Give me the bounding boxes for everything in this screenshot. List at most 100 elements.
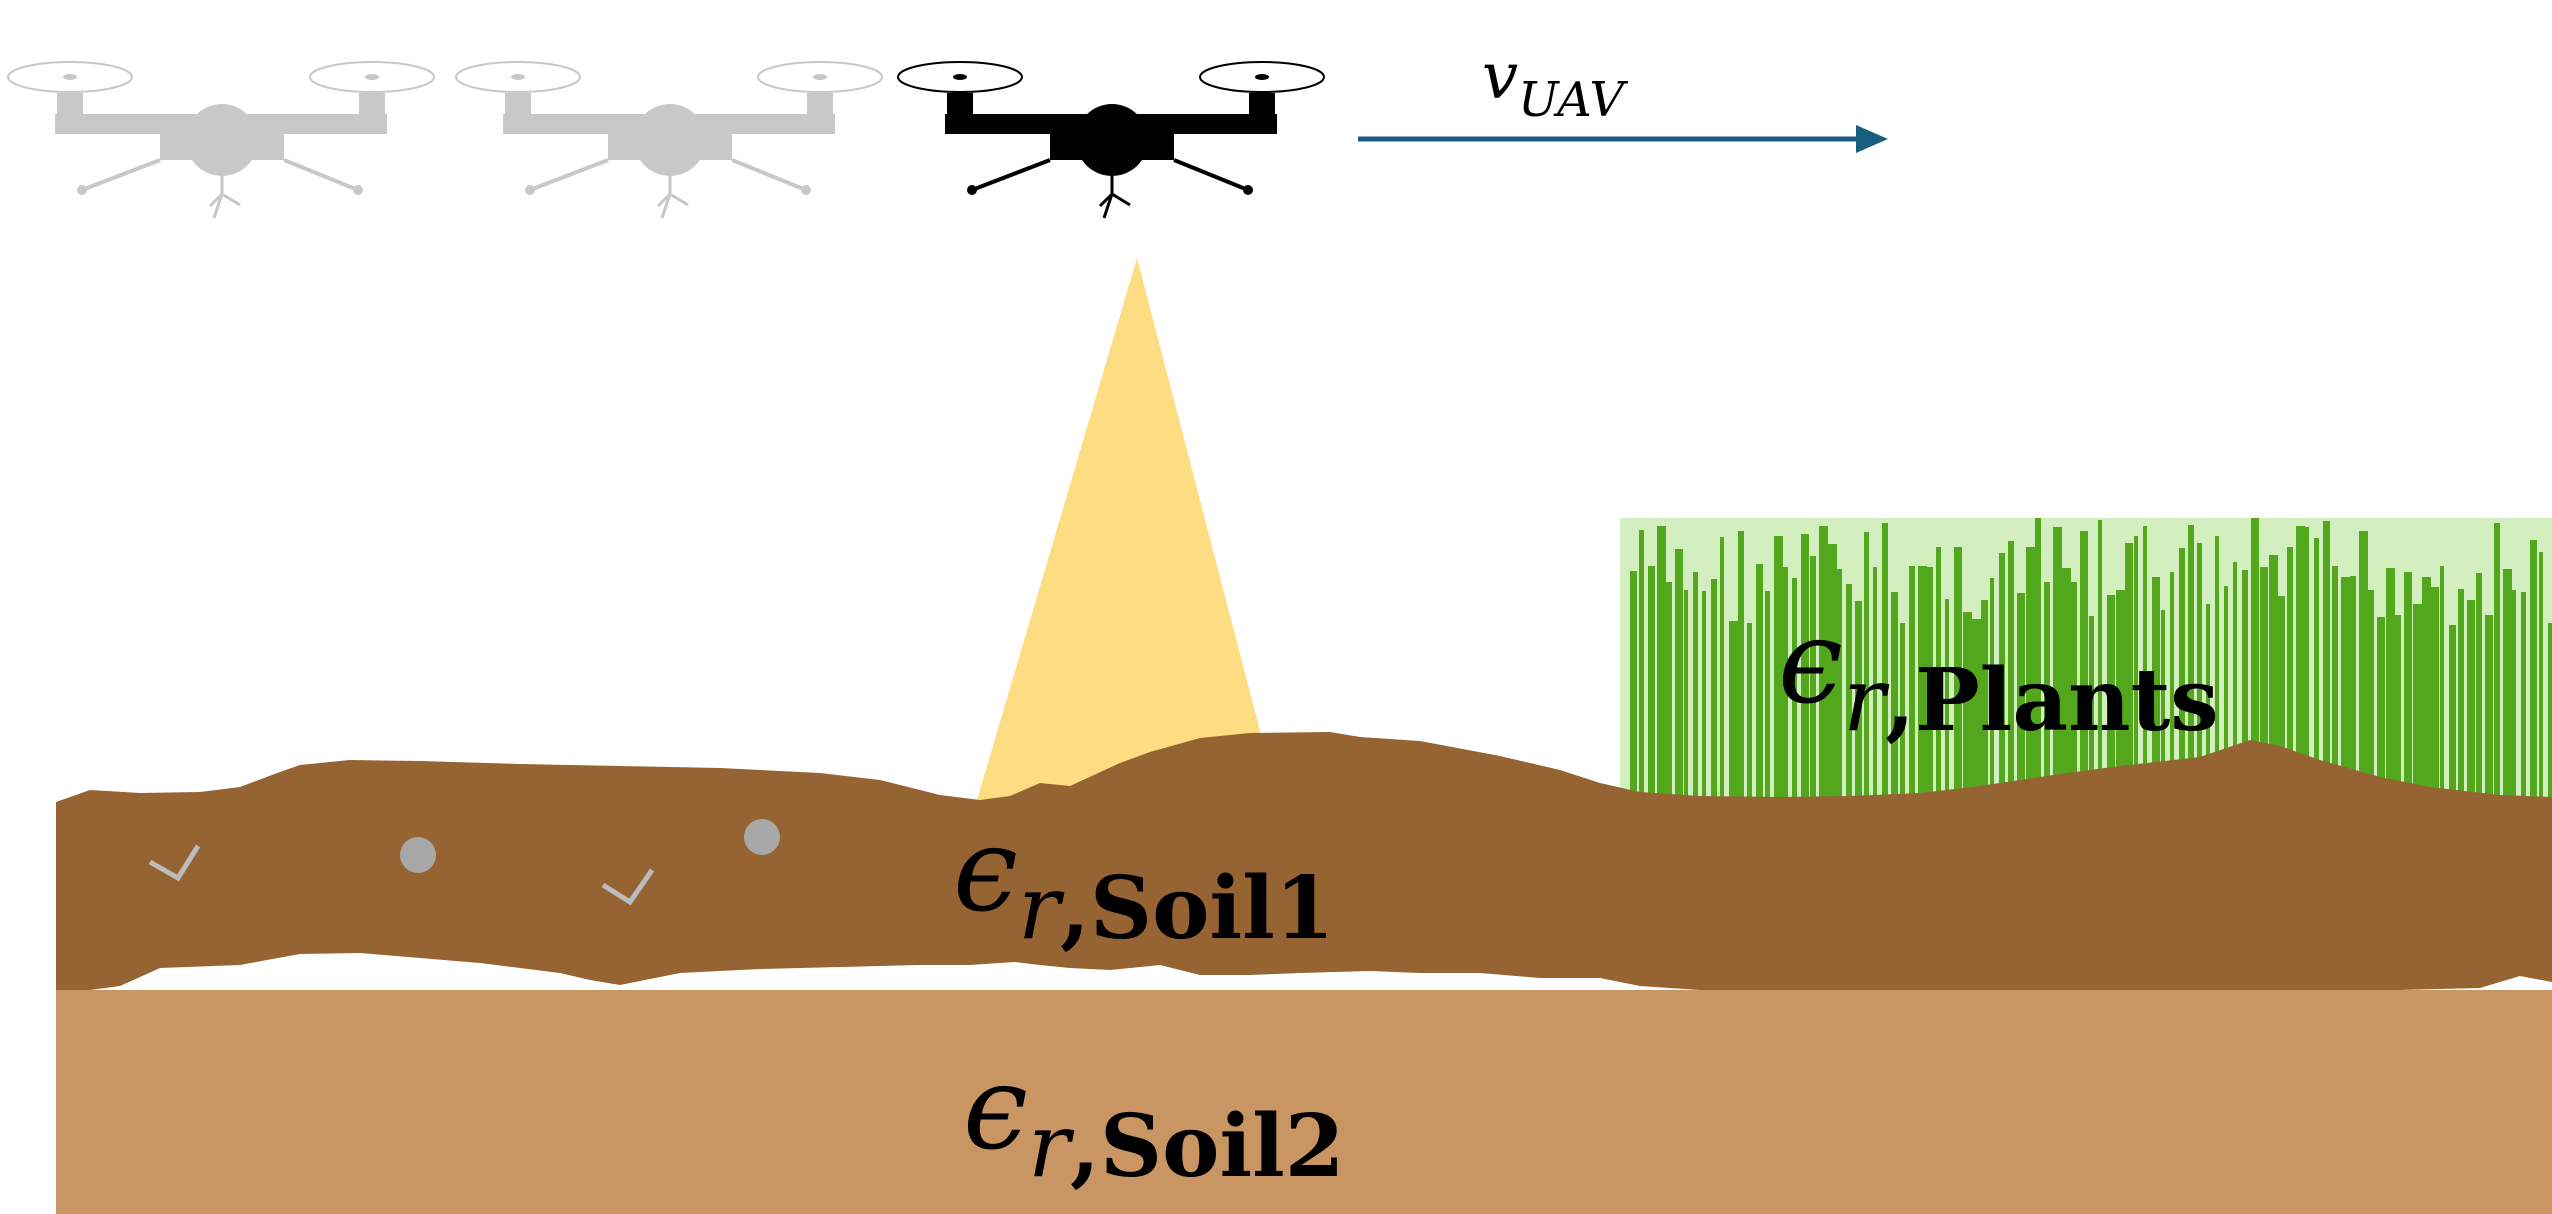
plant-stalk: [2449, 625, 2456, 800]
plant-stalk: [2368, 590, 2374, 800]
plant-stalk: [1990, 578, 1994, 800]
soil-layer-top: [56, 732, 2552, 990]
plant-stalk: [2062, 568, 2071, 800]
soil2-sub-r: r: [1028, 1094, 1075, 1197]
plant-stalk: [1639, 530, 1644, 800]
plant-stalk: [2161, 610, 2165, 800]
plant-stalk: [1900, 623, 1905, 800]
plant-stalk: [1630, 571, 1637, 800]
landing-foot: [967, 185, 977, 195]
plant-stalk: [2215, 536, 2219, 800]
plant-stalk: [1909, 566, 1915, 800]
plant-stalk: [2035, 518, 2041, 800]
landing-leg: [971, 158, 1051, 192]
antenna-icon: [660, 193, 672, 219]
soil1-epsilon: ϵ: [953, 803, 1018, 938]
plant-stalk: [1918, 566, 1927, 800]
plant-stalk: [1657, 526, 1666, 800]
plant-stalk: [2026, 547, 2035, 800]
landing-foot: [77, 185, 87, 195]
plants-sub-r: r: [1843, 648, 1890, 751]
landing-foot: [525, 185, 535, 195]
velocity-arrow-head: [1856, 125, 1888, 153]
plant-stalk: [2494, 523, 2500, 800]
permittivity-soil2-label: ϵr,Soil2: [963, 1041, 1345, 1197]
plant-stalk: [2233, 562, 2237, 800]
plant-stalk: [2431, 587, 2439, 800]
rotor-mast: [57, 93, 83, 117]
velocity-symbol: v: [1482, 40, 1518, 114]
soil1-sub-text: ,Soil1: [1060, 858, 1335, 959]
plant-stalk: [2296, 526, 2305, 800]
plant-stalk: [2422, 577, 2431, 800]
drone-body-dome: [186, 104, 258, 176]
plant-stalk: [1648, 566, 1655, 800]
plant-stalk: [2179, 548, 2185, 800]
plant-stalk: [2071, 582, 2077, 800]
landing-foot: [801, 185, 811, 195]
plant-stalk: [2467, 600, 2475, 800]
pebble: [744, 819, 780, 855]
soil1-sub-r: r: [1018, 856, 1065, 959]
plant-stalk: [1747, 623, 1752, 800]
plant-stalk: [1999, 553, 2005, 800]
rotor-hub-icon: [511, 74, 525, 80]
plant-stalk: [2242, 570, 2248, 800]
drone-past-2: [455, 61, 883, 219]
twig: [601, 868, 655, 906]
plant-stalk: [2125, 543, 2133, 800]
drone-body-dome: [1076, 104, 1148, 176]
plant-stalk: [2305, 527, 2309, 800]
plant-stalk: [2260, 567, 2268, 800]
plant-stalk: [2044, 582, 2050, 800]
plant-stalk: [1801, 534, 1809, 800]
plant-stalk: [2053, 527, 2062, 800]
plant-stalk: [1819, 526, 1828, 800]
plant-stalk: [1837, 569, 1842, 800]
plant-stalk: [2530, 540, 2537, 800]
plant-stalk: [2152, 577, 2160, 800]
radar-beam: [977, 258, 1278, 800]
plant-stalk: [2503, 569, 2512, 800]
plant-stalk: [1972, 619, 1981, 800]
plant-stalk: [1810, 556, 1816, 800]
plant-stalk: [1864, 532, 1869, 800]
plant-stalk: [1963, 612, 1972, 800]
plant-stalk: [1873, 567, 1877, 800]
plant-stalk: [2206, 604, 2210, 800]
plant-stalk: [2476, 573, 2482, 800]
plant-stalk: [2341, 577, 2350, 800]
soil2-sub-text: ,Soil2: [1070, 1096, 1345, 1197]
drone-past-1: [7, 61, 435, 219]
plant-stalk: [2134, 536, 2138, 800]
plant-stalk: [1954, 547, 1962, 800]
plant-stalk: [2395, 615, 2401, 800]
plant-stalk: [1675, 549, 1683, 800]
drone-body-dome: [634, 104, 706, 176]
permittivity-soil1-label: ϵr,Soil1: [953, 803, 1335, 959]
plant-stalk: [2440, 566, 2444, 800]
plant-stalk: [2170, 572, 2174, 800]
plant-stalk: [2458, 589, 2464, 800]
plant-stalk: [2008, 541, 2014, 800]
plant-stalk: [2413, 604, 2422, 800]
rotor-mast: [505, 93, 531, 117]
rotor-hub-icon: [813, 74, 827, 80]
landing-leg: [283, 158, 359, 192]
plant-stalk: [2314, 538, 2319, 800]
plant-stalk: [1891, 592, 1898, 800]
plant-stalk: [2080, 531, 2088, 800]
antenna-icon: [212, 193, 224, 219]
pebble: [400, 837, 436, 873]
plant-stalk: [2287, 547, 2293, 800]
plant-stalk: [2404, 572, 2412, 800]
plant-stalk: [1936, 547, 1941, 800]
velocity-subscript: UAV: [1518, 72, 1628, 128]
rotor-hub-icon: [1255, 74, 1269, 80]
plant-stalk: [2350, 576, 2356, 800]
antenna-icon: [1102, 193, 1114, 219]
plant-stalk: [1756, 564, 1763, 800]
plant-stalk: [1855, 601, 1862, 800]
antenna-icon: [221, 192, 241, 207]
plant-stalk: [2098, 520, 2102, 800]
